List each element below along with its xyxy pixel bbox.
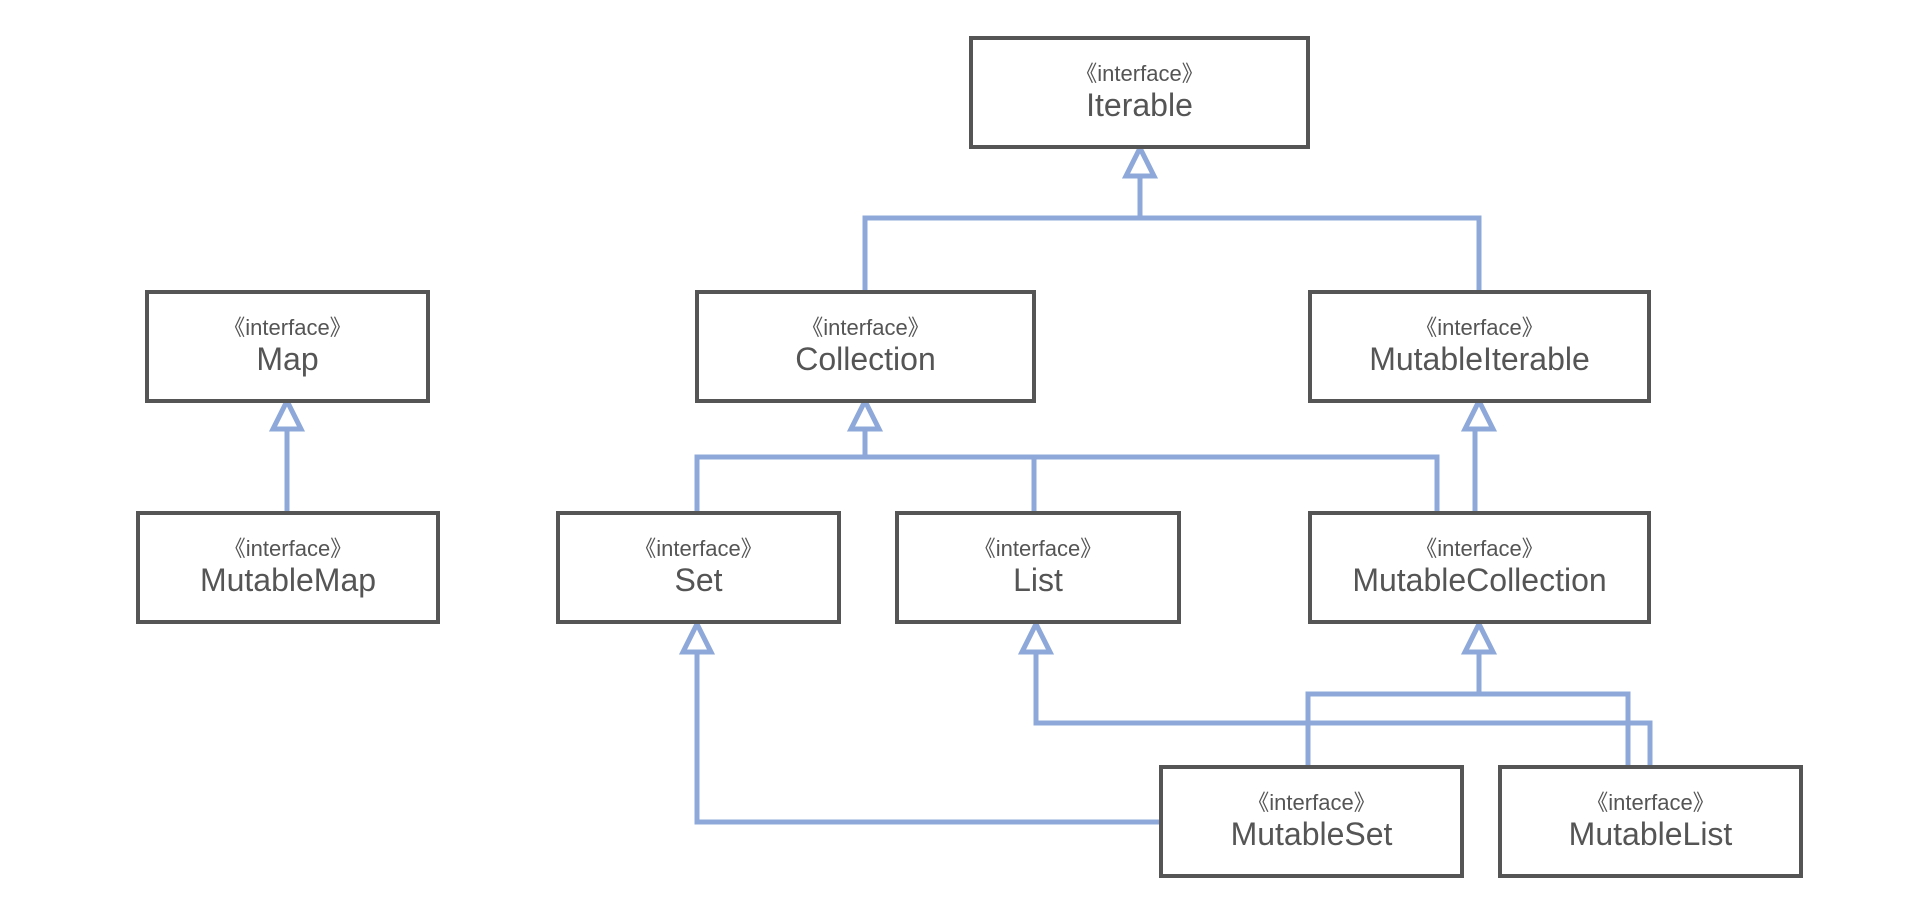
set-name: Set xyxy=(674,561,723,598)
mutable-collection-box: 《interface》 MutableCollection xyxy=(1308,511,1651,624)
edge-collection-iterable xyxy=(862,177,1143,292)
arrowhead-iterable xyxy=(1121,142,1159,179)
mutable-collection-name: MutableCollection xyxy=(1352,561,1607,598)
edge-mutablecollection-collection xyxy=(1034,454,1440,512)
map-stereotype: 《interface》 xyxy=(223,315,352,341)
arrowhead-mutableiterable xyxy=(1460,395,1498,432)
edge-mutableset-mutablecollection xyxy=(1305,652,1482,766)
iterable-box: 《interface》 Iterable xyxy=(969,36,1310,149)
mutable-set-box: 《interface》 MutableSet xyxy=(1159,765,1464,878)
mutable-iterable-box: 《interface》 MutableIterable xyxy=(1308,290,1651,403)
list-stereotype: 《interface》 xyxy=(973,536,1103,562)
arrowhead-set xyxy=(678,618,716,655)
mutable-map-name: MutableMap xyxy=(199,561,377,598)
edge-mutablelist-mutablecollection xyxy=(1479,691,1631,766)
arrowhead-map xyxy=(268,395,306,432)
edge-list-collection xyxy=(865,454,1037,512)
edge-mutableiterable-iterable xyxy=(1140,215,1482,292)
arrowhead-collection xyxy=(846,395,884,432)
map-name: Map xyxy=(256,340,319,377)
set-box: 《interface》 Set xyxy=(556,511,841,624)
collection-stereotype: 《interface》 xyxy=(801,315,930,341)
collection-name: Collection xyxy=(795,340,936,377)
mutable-iterable-stereotype: 《interface》 xyxy=(1415,315,1544,341)
mutable-set-stereotype: 《interface》 xyxy=(1247,790,1376,816)
mutable-list-box: 《interface》 MutableList xyxy=(1498,765,1803,878)
mutable-map-box: 《interface》 MutableMap xyxy=(136,511,440,624)
map-box: 《interface》 Map xyxy=(145,290,430,403)
mutable-iterable-name: MutableIterable xyxy=(1369,340,1590,377)
mutable-collection-stereotype: 《interface》 xyxy=(1415,536,1544,562)
edge-mutableset-set xyxy=(694,652,1159,825)
mutable-map-stereotype: 《interface》 xyxy=(223,536,353,562)
mutable-list-stereotype: 《interface》 xyxy=(1586,790,1715,816)
collection-box: 《interface》 Collection xyxy=(695,290,1036,403)
arrowhead-list xyxy=(1017,618,1055,655)
mutable-set-name: MutableSet xyxy=(1230,815,1393,852)
arrowhead-mutablecollection xyxy=(1460,618,1498,655)
iterable-stereotype: 《interface》 xyxy=(1075,61,1204,87)
set-stereotype: 《interface》 xyxy=(634,536,763,562)
edge-mutablelist-list xyxy=(1033,652,1653,766)
mutable-list-name: MutableList xyxy=(1568,815,1733,852)
list-box: 《interface》 List xyxy=(895,511,1181,624)
edge-set-collection xyxy=(694,430,868,512)
iterable-name: Iterable xyxy=(1086,86,1193,123)
list-name: List xyxy=(1013,561,1063,598)
